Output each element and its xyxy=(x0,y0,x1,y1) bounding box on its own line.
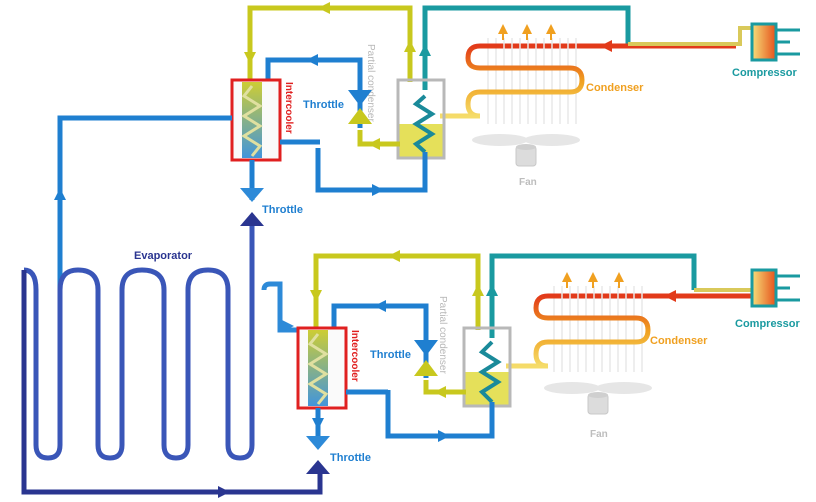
upper-heat-arrow-3 xyxy=(546,24,556,34)
upper-teal-pipe xyxy=(422,5,631,90)
lower-intercooler: Intercooler xyxy=(296,326,360,410)
upper-yellow-arrow-down xyxy=(244,52,256,64)
upper-blue-left-pipe xyxy=(57,115,232,300)
lower-compressor-label: Compressor xyxy=(735,318,801,330)
upper-compressor: Compressor xyxy=(732,22,800,79)
upper-yellow-arrow-up xyxy=(404,40,416,52)
evap-to-lower-ic-pipe xyxy=(261,281,300,333)
upper-lower-throttle-bottom xyxy=(240,212,264,226)
upper-yellow-return xyxy=(357,130,400,147)
lower-throttle-label: Throttle xyxy=(370,349,411,361)
mid-throttle-label: Throttle xyxy=(262,204,303,216)
lower-fan-label: Fan xyxy=(590,429,608,440)
lower-intercooler-label: Intercooler xyxy=(349,330,360,382)
upper-red-arrow xyxy=(600,40,612,52)
bottom-throttle-top xyxy=(306,436,330,450)
upper-partial-condenser: Partial condenser xyxy=(315,44,446,196)
upper-fan-label: Fan xyxy=(519,177,537,188)
upper-teal-arrow xyxy=(419,44,431,56)
upper-intercooler-label: Intercooler xyxy=(283,82,294,134)
upper-throttle-label: Throttle xyxy=(303,99,344,111)
upper-throttle-valve: Throttle xyxy=(265,54,372,128)
lower-condenser-label: Condenser xyxy=(650,335,708,347)
upper-heat-arrow-1 xyxy=(498,24,508,34)
upper-heat-arrow-2 xyxy=(522,24,532,34)
evaporator-coil: Evaporator xyxy=(21,226,323,498)
lower-partial-condenser: Partial condenser xyxy=(385,296,512,442)
bottom-throttle-label: Throttle xyxy=(330,452,371,464)
bottom-throttle-bottom xyxy=(306,460,330,474)
lower-partial-condenser-label: Partial condenser xyxy=(437,296,448,374)
lower-throttle-valve: Throttle xyxy=(331,300,438,378)
upper-condenser-label: Condenser xyxy=(586,82,644,94)
lower-circuit: Condenser Fan Compressor Partial condens… xyxy=(296,250,801,474)
upper-yellow-loop-pipe xyxy=(247,5,413,82)
upper-lower-throttle-top xyxy=(240,188,264,202)
lower-compressor: Compressor xyxy=(735,268,801,330)
lower-condenser-coil xyxy=(506,286,651,372)
upper-compressor-link xyxy=(628,26,752,46)
upper-intercooler: Intercooler xyxy=(230,78,294,162)
upper-partial-condenser-label: Partial condenser xyxy=(365,44,376,122)
upper-condenser-coil xyxy=(440,38,585,124)
upper-yellow-arrow xyxy=(318,2,330,14)
upper-circuit: Condenser Fan Compressor Partial condens… xyxy=(54,2,800,300)
evaporator-label: Evaporator xyxy=(134,250,193,262)
upper-compressor-label: Compressor xyxy=(732,67,798,79)
lower-fan: Fan xyxy=(544,382,652,440)
upper-fan: Fan xyxy=(472,134,580,188)
